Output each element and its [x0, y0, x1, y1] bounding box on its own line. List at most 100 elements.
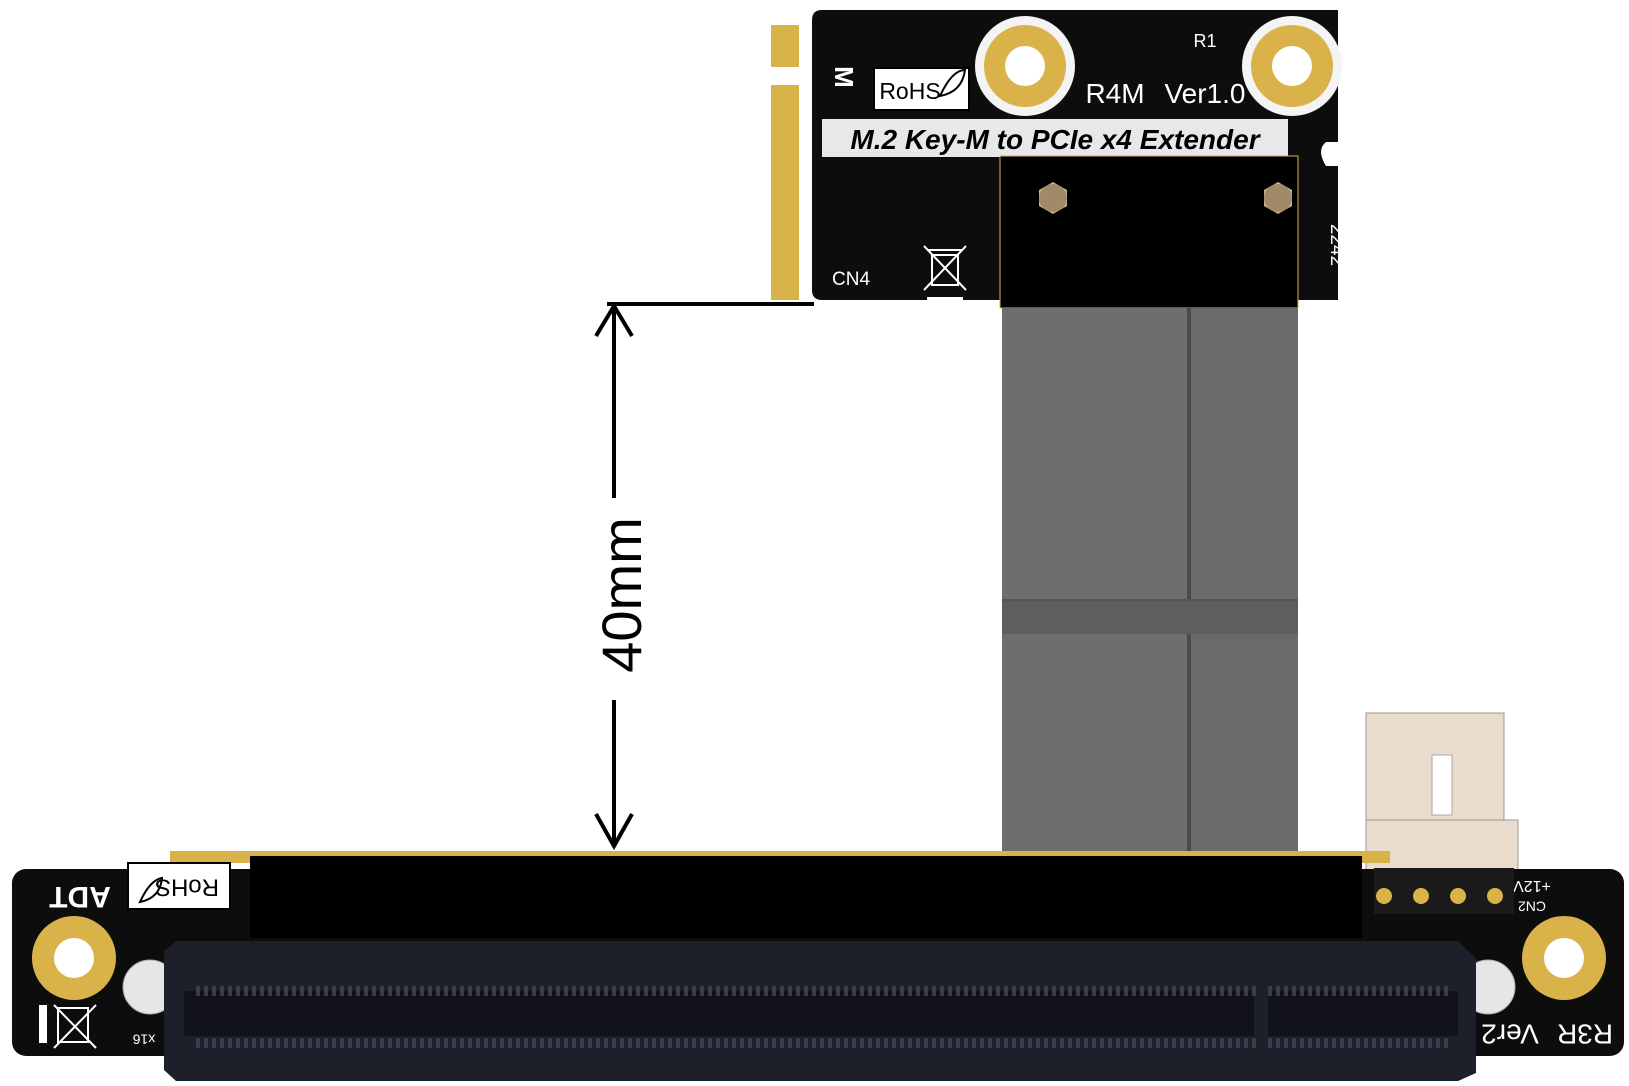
slot-pin	[492, 986, 496, 996]
cn2-label: CN2	[1518, 898, 1546, 914]
slot-pin	[1340, 1038, 1344, 1048]
slot-pin	[1084, 986, 1088, 996]
slot-pin	[268, 986, 272, 996]
slot-pin	[620, 986, 624, 996]
slot-pin	[1444, 986, 1448, 996]
slot-pin	[892, 986, 896, 996]
slot-pin	[1196, 1038, 1200, 1048]
slot-pin	[1044, 1038, 1048, 1048]
slot-pin	[1324, 1038, 1328, 1048]
slot-pin	[684, 1038, 688, 1048]
slot-pin	[876, 986, 880, 996]
slot-pin	[1084, 1038, 1088, 1048]
slot-pin	[316, 986, 320, 996]
slot-pin	[1196, 986, 1200, 996]
slot-pin	[460, 1038, 464, 1048]
base-cable-header	[250, 856, 1362, 938]
slot-pin	[604, 1038, 608, 1048]
slot-pin	[748, 986, 752, 996]
slot-pin	[412, 1038, 416, 1048]
key-mark: M	[829, 66, 859, 88]
slot-pin	[740, 1038, 744, 1048]
slot-pin	[380, 986, 384, 996]
slot-pin	[828, 1038, 832, 1048]
ribbon-right	[1188, 308, 1298, 856]
slot-pin	[244, 986, 248, 996]
slot-pin	[620, 1038, 624, 1048]
slot-pin	[572, 1038, 576, 1048]
slot-pin	[708, 1038, 712, 1048]
slot-pin	[236, 986, 240, 996]
slot-pin	[372, 1038, 376, 1048]
slot-pin	[468, 1038, 472, 1048]
slot-pin	[980, 1038, 984, 1048]
model-label: R4M	[1085, 78, 1144, 109]
slot-pin	[1004, 986, 1008, 996]
slot-pin	[788, 986, 792, 996]
slot-pin	[356, 1038, 360, 1048]
slot-pin	[700, 1038, 704, 1048]
slot-pin	[316, 1038, 320, 1048]
slot-pin	[1004, 1038, 1008, 1048]
slot-pin	[452, 1038, 456, 1048]
slot-pin	[388, 986, 392, 996]
slot-pin	[332, 986, 336, 996]
slot-pin	[196, 1038, 200, 1048]
slot-pin	[1068, 986, 1072, 996]
slot-pin	[1092, 986, 1096, 996]
slot-pin	[1364, 986, 1368, 996]
slot-size-label: x16	[133, 1031, 156, 1047]
arrow-up-icon	[594, 302, 634, 338]
card-title: M.2 Key-M to PCIe x4 Extender	[850, 124, 1261, 155]
slot-pin	[1428, 1038, 1432, 1048]
slot-pin	[1420, 1038, 1424, 1048]
slot-pin	[636, 1038, 640, 1048]
slot-pin	[348, 1038, 352, 1048]
height-label: 40mm	[590, 517, 653, 673]
slot-pin	[532, 986, 536, 996]
slot-pin	[644, 1038, 648, 1048]
slot-pin	[1124, 1038, 1128, 1048]
slot-pin	[1428, 986, 1432, 996]
slot-pin	[1164, 1038, 1168, 1048]
slot-pin	[476, 986, 480, 996]
slot-pin	[900, 986, 904, 996]
slot-pin	[1020, 986, 1024, 996]
slot-pin	[1340, 986, 1344, 996]
slot-pin	[780, 1038, 784, 1048]
slot-pin	[1412, 986, 1416, 996]
slot-pin	[220, 986, 224, 996]
slot-pin	[1132, 986, 1136, 996]
slot-pin	[532, 1038, 536, 1048]
slot-pin	[1284, 986, 1288, 996]
slot-pin	[1436, 986, 1440, 996]
slot-pin	[708, 986, 712, 996]
slot-pin	[764, 986, 768, 996]
slot-pin	[668, 986, 672, 996]
title-banner	[822, 119, 1288, 157]
slot-pin	[1156, 1038, 1160, 1048]
slot-pin	[1356, 986, 1360, 996]
slot-pin	[284, 986, 288, 996]
slot-pin	[644, 986, 648, 996]
slot-pin	[932, 1038, 936, 1048]
slot-pin	[1244, 986, 1248, 996]
slot-pin	[444, 986, 448, 996]
slot-pin	[244, 1038, 248, 1048]
slot-pin	[524, 1038, 528, 1048]
slot-pin	[396, 986, 400, 996]
slot-pin	[300, 1038, 304, 1048]
slot-pin	[724, 986, 728, 996]
slot-pin	[204, 986, 208, 996]
slot-pin	[564, 986, 568, 996]
slot-pin	[892, 1038, 896, 1048]
slot-pin	[516, 986, 520, 996]
slot-pin	[324, 986, 328, 996]
height-dimension: 40mm	[590, 302, 814, 851]
slot-pin	[1204, 986, 1208, 996]
slot-pin	[972, 1038, 976, 1048]
slot-pin	[668, 1038, 672, 1048]
slot-pin	[884, 986, 888, 996]
slot-pin	[1300, 986, 1304, 996]
slot-pin	[228, 986, 232, 996]
